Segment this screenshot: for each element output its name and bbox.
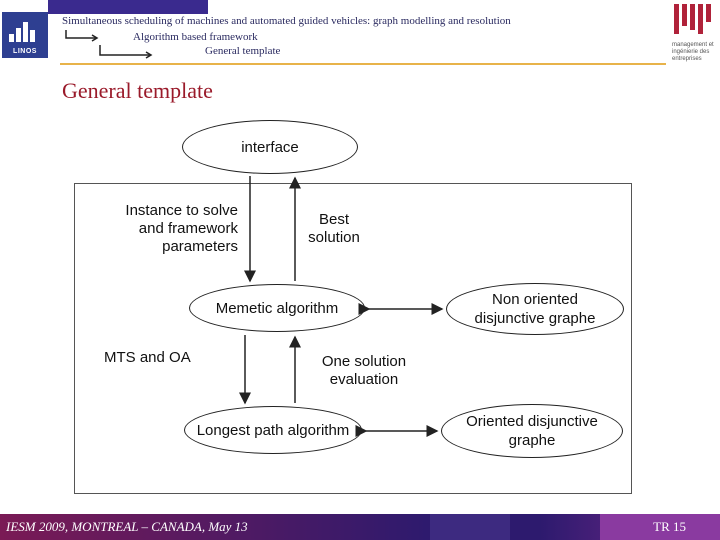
footer-bar xyxy=(0,514,720,540)
breadcrumb-level-3: General template xyxy=(205,45,281,57)
header-divider xyxy=(60,63,666,65)
best-solution-label: Best solution xyxy=(308,211,360,246)
longest-path-node: Longest path algorithm xyxy=(184,406,362,454)
logo-left-text: LINOS xyxy=(13,48,37,55)
non-oriented-graph-node: Non oriented disjunctive graphe xyxy=(446,283,624,335)
breadcrumb-arrows-icon xyxy=(65,30,153,59)
mie-logo: management et ingénierie des entreprises xyxy=(672,4,716,66)
diagram-frame xyxy=(74,183,632,494)
logo-mark-icon xyxy=(674,4,714,38)
linos-logo: LINOS xyxy=(2,12,48,58)
memetic-algorithm-node: Memetic algorithm xyxy=(189,284,365,332)
slide-title: General template xyxy=(62,78,213,103)
breadcrumb-level-1: Simultaneous scheduling of machines and … xyxy=(62,15,511,27)
instance-label: Instance to solve and framework paramete… xyxy=(125,202,238,255)
footer-text: IESM 2009, MONTREAL – CANADA, May 13 xyxy=(6,519,248,534)
logo-bars-icon xyxy=(9,20,41,42)
mts-oa-label: MTS and OA xyxy=(104,349,191,366)
oriented-graph-node: Oriented disjunctive graphe xyxy=(441,404,623,458)
page-number: TR 15 xyxy=(653,519,686,534)
top-color-bar xyxy=(48,0,208,14)
one-solution-label: One solution evaluation xyxy=(321,353,407,388)
logo-right-text: management et ingénierie des entreprises xyxy=(672,42,714,62)
interface-node: interface xyxy=(182,120,358,174)
breadcrumb-level-2: Algorithm based framework xyxy=(133,31,258,43)
